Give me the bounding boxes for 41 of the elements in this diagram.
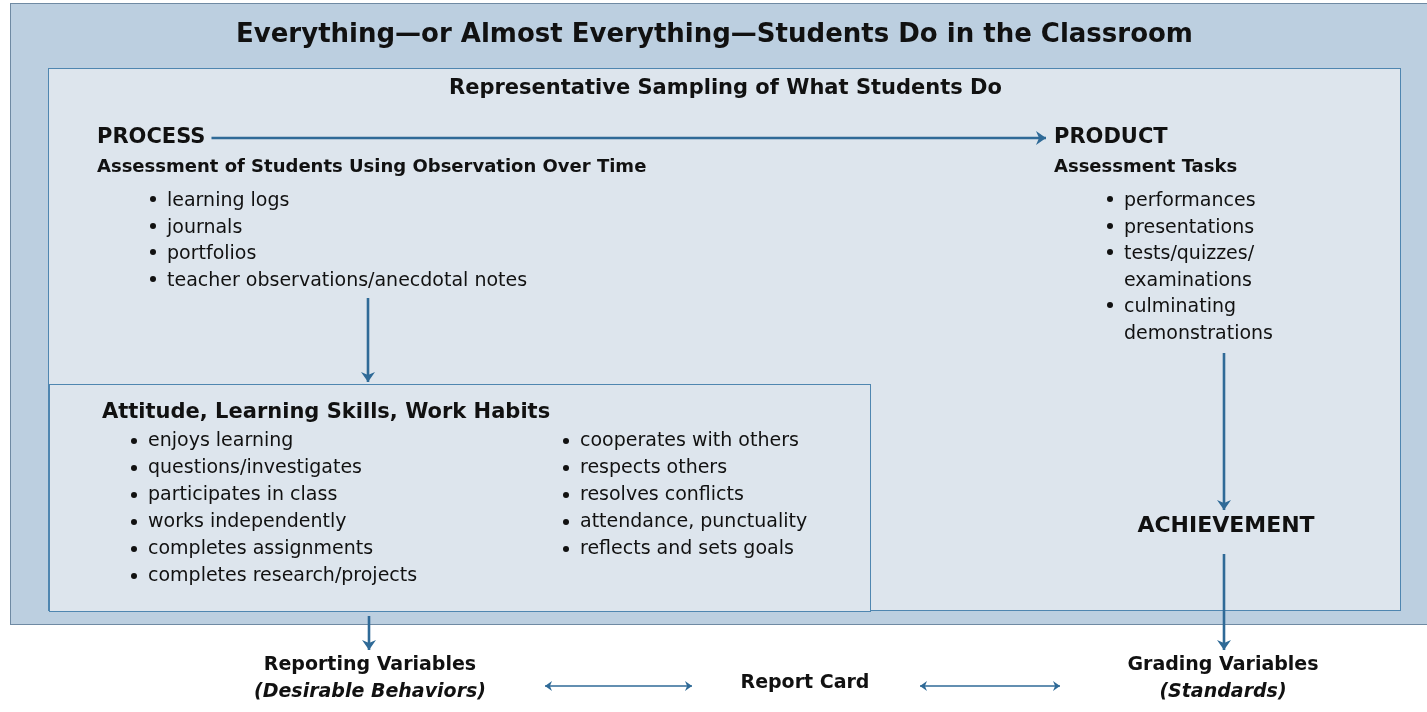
bullet-item: completes assignments bbox=[126, 536, 374, 559]
inner-panel bbox=[48, 68, 1401, 611]
bullet-item: questions/investigates bbox=[126, 455, 362, 478]
bullet-item: culminating demonstrations bbox=[1102, 292, 1292, 345]
arrow bbox=[211, 131, 1046, 145]
section-heading: PROCESS bbox=[97, 124, 206, 150]
bullet-item: works independently bbox=[126, 509, 347, 532]
variable-heading: Grading Variables bbox=[1126, 652, 1320, 675]
bullet-item: learning logs bbox=[145, 186, 745, 213]
bullet-item: teacher observations/anecdotal notes bbox=[145, 265, 745, 292]
bullet-item: attendance, punctuality bbox=[558, 509, 808, 532]
report-card-label: Report Card bbox=[739, 670, 871, 693]
bullet-item: enjoys learning bbox=[126, 428, 294, 451]
section-heading: PRODUCT bbox=[1054, 124, 1168, 150]
variable-heading: Reporting Variables bbox=[262, 652, 478, 675]
bullet-item: journals bbox=[145, 212, 745, 239]
double-arrow bbox=[919, 681, 1061, 691]
title: Everything—or Almost Everything—Students Do in the Classroom bbox=[235, 18, 1194, 50]
double-arrow bbox=[544, 681, 693, 691]
bullet-item: participates in class bbox=[126, 482, 338, 505]
arrow bbox=[1217, 554, 1231, 650]
bullet-item: performances bbox=[1102, 186, 1292, 213]
subheading: Assessment of Students Using Observation Over Time bbox=[97, 155, 647, 177]
bullet-item: respects others bbox=[558, 455, 728, 478]
arrow bbox=[361, 298, 375, 382]
panel-heading: Representative Sampling of What Students Do bbox=[448, 75, 1003, 101]
arrow bbox=[1217, 353, 1231, 510]
bullet-item: cooperates with others bbox=[558, 428, 799, 451]
bullet-item: portfolios bbox=[145, 239, 745, 266]
bullet-item: presentations bbox=[1102, 212, 1292, 239]
bullet-item: resolves conflicts bbox=[558, 482, 744, 505]
attitude-box bbox=[49, 384, 871, 612]
arrow bbox=[362, 616, 376, 650]
bullet-item: completes research/projects bbox=[126, 563, 418, 586]
outer-panel bbox=[10, 3, 1427, 625]
note: (Standards) bbox=[1158, 679, 1288, 702]
achievement-label: ACHIEVEMENT bbox=[1136, 512, 1316, 539]
bullet-item: reflects and sets goals bbox=[558, 536, 794, 559]
note: (Desirable Behaviors) bbox=[253, 679, 487, 702]
box-heading: Attitude, Learning Skills, Work Habits bbox=[102, 399, 551, 425]
subheading: Assessment Tasks bbox=[1054, 155, 1238, 177]
